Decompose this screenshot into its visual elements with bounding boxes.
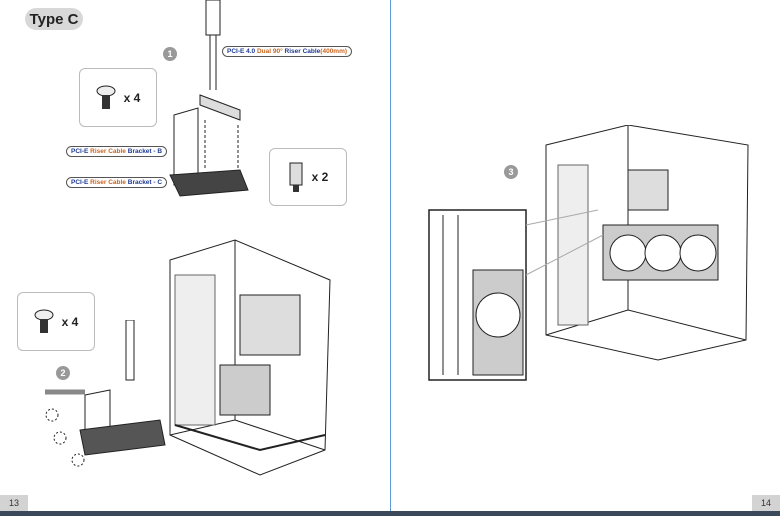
standoff-icon bbox=[289, 162, 303, 192]
page-number-left: 13 bbox=[0, 495, 28, 511]
page-divider bbox=[390, 0, 391, 512]
case-illustration-right bbox=[428, 125, 749, 381]
step-2-badge: 2 bbox=[56, 366, 70, 380]
case-illustration-left bbox=[169, 239, 331, 476]
page-number-right: 14 bbox=[752, 495, 780, 511]
bracket-c-label: PCI-E Riser Cable Bracket - C bbox=[66, 177, 168, 188]
screw-box-2: x 4 bbox=[17, 292, 95, 351]
screw-icon bbox=[96, 85, 116, 109]
step-1-badge: 1 bbox=[163, 47, 177, 61]
riser-cable-label: PCI-E 4.0 Dual 90° Riser Cable(400mm) bbox=[222, 46, 353, 57]
bracket-install-illustration bbox=[45, 320, 166, 467]
screw-icon bbox=[34, 309, 54, 333]
screw-box-1: x 4 bbox=[79, 68, 157, 127]
step-3-badge: 3 bbox=[504, 165, 518, 179]
bracket-b-label: PCI-E Riser Cable Bracket - B bbox=[66, 146, 168, 157]
riser-cable-illustration bbox=[169, 0, 249, 197]
bottom-bar bbox=[0, 511, 780, 516]
type-badge: Type C bbox=[25, 8, 83, 30]
standoff-box: x 2 bbox=[269, 148, 347, 206]
